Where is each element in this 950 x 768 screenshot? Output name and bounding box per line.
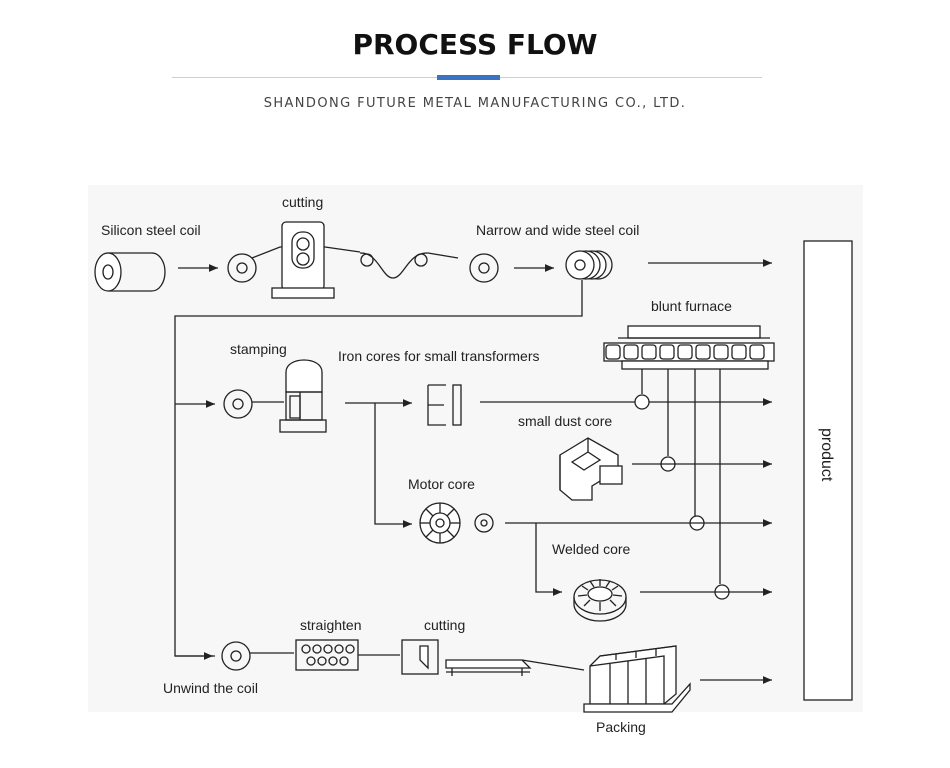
stamping-press-icon	[279, 359, 327, 433]
label-cutting-bottom: cutting	[424, 617, 465, 633]
label-silicon-steel-coil: Silicon steel coil	[101, 222, 201, 238]
company-name: SHANDONG FUTURE METAL MANUFACTURING CO.,…	[263, 96, 687, 111]
label-narrow-wide-coil: Narrow and wide steel coil	[476, 222, 639, 238]
page-title: PROCESS FLOW	[352, 28, 598, 61]
motor-core-icon	[419, 502, 461, 544]
shear-cutter-icon	[401, 639, 439, 675]
coil-icon	[223, 389, 253, 419]
coil-icon	[227, 253, 257, 283]
title-accent-bar	[437, 75, 500, 80]
label-cutting-top: cutting	[282, 194, 323, 210]
label-unwind-coil: Unwind the coil	[163, 680, 258, 696]
strip-line	[521, 659, 585, 671]
rotor-icon	[474, 513, 494, 533]
diagram-background	[88, 185, 863, 712]
small-dust-core-icon	[559, 437, 623, 501]
ei-core-icon	[427, 384, 462, 426]
label-packing: Packing	[596, 719, 646, 735]
label-motor-core: Motor core	[408, 476, 475, 492]
straightener-icon	[295, 639, 359, 671]
label-small-dust-core: small dust core	[518, 413, 612, 429]
silicon-steel-coil-icon	[94, 252, 166, 292]
branch-line	[535, 523, 562, 596]
label-blunt-furnace: blunt furnace	[651, 298, 732, 314]
product-box	[803, 240, 853, 701]
branch-line	[374, 403, 412, 528]
packing-pallet-icon	[583, 645, 691, 713]
coil-icon	[221, 641, 251, 671]
welded-core-icon	[573, 579, 627, 622]
blunt-furnace-icon	[603, 325, 775, 370]
looping-strip-icon	[359, 252, 459, 279]
label-stamping: stamping	[230, 341, 287, 357]
label-product: product	[818, 428, 835, 482]
cutting-machine-icon	[271, 221, 335, 299]
conveyor-icon	[445, 659, 532, 676]
junction-node	[634, 394, 650, 410]
main-feed-line	[174, 280, 583, 657]
label-straighten: straighten	[300, 617, 361, 633]
label-iron-cores: Iron cores for small transformers	[338, 348, 540, 364]
narrow-wide-steel-coil-icon	[565, 250, 613, 280]
coil-icon	[469, 253, 499, 283]
label-welded-core: Welded core	[552, 541, 631, 557]
